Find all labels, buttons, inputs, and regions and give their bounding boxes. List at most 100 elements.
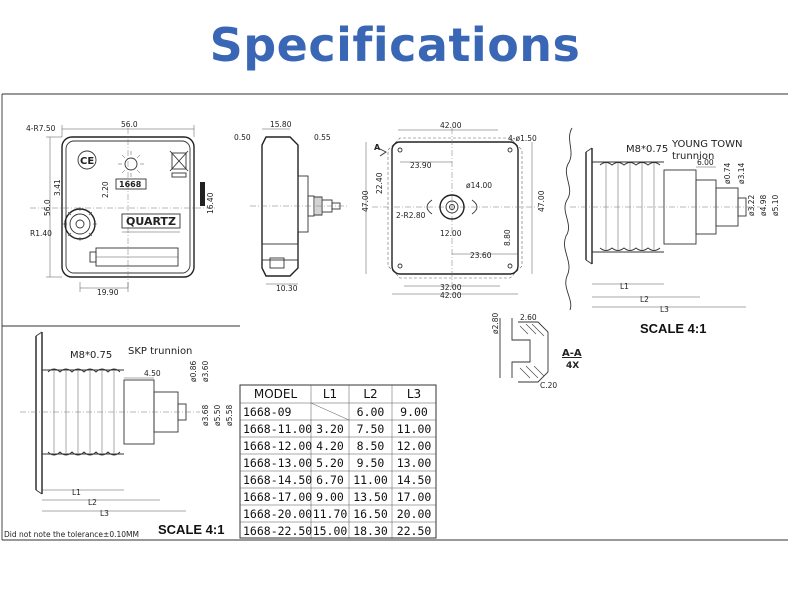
dim-1990: 19.90 [97, 288, 119, 297]
skp-dim-d558: ø5.58 [225, 404, 234, 426]
model-stamp: 1668 [119, 180, 142, 189]
svg-text:A: A [374, 143, 381, 152]
svg-text:CE: CE [80, 156, 94, 167]
dim-1030: 10.30 [276, 284, 298, 293]
dim-width: 56.0 [121, 120, 138, 129]
dim-220: 2.20 [101, 181, 110, 198]
dim-depth: 15.80 [270, 120, 292, 129]
dim-1200: 12.00 [440, 229, 462, 238]
table-model-cell: 1668-11.00 [243, 422, 312, 436]
skp-dim-d360: ø3.60 [201, 360, 210, 382]
yt-l1: L1 [620, 282, 629, 291]
dim-r280: 2-R2.80 [396, 211, 426, 220]
dim-r140: R1.40 [30, 229, 52, 238]
yt-dim-d510: ø5.10 [771, 194, 780, 216]
yt-thread: M8*0.75 [626, 144, 668, 155]
dim-3200: 32.00 [440, 283, 462, 292]
dim-055: 0.55 [314, 133, 331, 142]
skp-l1: L1 [72, 488, 81, 497]
dim-4700-left: 47.00 [361, 190, 370, 212]
table-header-cell: L3 [407, 387, 421, 401]
table-value-cell: 11.00 [397, 422, 432, 436]
table-value-cell: 6.70 [316, 473, 344, 487]
skp-dim-450: 4.50 [144, 369, 161, 378]
spec-table: MODEL L1 L2 L3 1668-09 6.00 9.00 1668-11.00 3.20… [239, 384, 437, 539]
quartz-label: QUARTZ [126, 215, 176, 228]
tolerance-note: Did not note the tolerance±0.10MM [4, 530, 139, 539]
table-model-cell: 1668-14.50 [243, 473, 312, 487]
skp-l3: L3 [100, 509, 109, 518]
dim-1640: 16.40 [206, 192, 215, 214]
table-model-cell: 1668-12.00 [243, 439, 312, 453]
table-value-cell: 20.00 [397, 507, 432, 521]
table-value-cell: 4.20 [316, 439, 344, 453]
table-value-cell: 18.30 [353, 524, 388, 538]
table-value-cell: 3.20 [316, 422, 344, 436]
side-view: 15.80 0.50 0.55 10.30 [234, 120, 348, 293]
table-model-cell: 1668-09 [243, 405, 292, 419]
table-value-cell: 13.00 [397, 456, 432, 470]
skp-dim-d086: ø0.86 [189, 360, 198, 382]
empty-l1-slash [310, 402, 350, 421]
yt-dim-d074: ø0.74 [723, 162, 732, 184]
table-model-cell: 1668-13.00 [243, 456, 312, 470]
dim-2240: 22.40 [375, 172, 384, 194]
skp-thread: M8*0.75 [70, 350, 112, 361]
table-value-cell: 6.00 [357, 405, 385, 419]
yt-dim-d314: ø3.14 [737, 162, 746, 184]
dim-880: 8.80 [503, 229, 512, 246]
page-title: Specifications [209, 18, 581, 72]
skp-name: SKP trunnion [128, 346, 192, 357]
dim-corner-radius: 4-R7.50 [26, 124, 56, 133]
skp-scale: SCALE 4:1 [158, 522, 224, 537]
dim-2390: 23.90 [410, 161, 432, 170]
dim-4200-bottom: 42.00 [440, 291, 462, 300]
yt-dim-600: 6.00 [697, 158, 714, 167]
young-town-trunnion: M8*0.75 YOUNG TOWN trunnion 6.00 ø0.74 ø… [564, 127, 780, 336]
table-model-cell: 1668-20.00 [243, 507, 312, 521]
yt-l2: L2 [640, 295, 649, 304]
aa-sublabel: 4X [566, 361, 579, 371]
yt-name2: trunnion [672, 151, 714, 162]
yt-dim-d498: ø4.98 [759, 194, 768, 216]
yt-scale: SCALE 4:1 [640, 321, 706, 336]
dim-height: 56.0 [43, 199, 52, 216]
skp-dim-d550: ø5.50 [213, 404, 222, 426]
skp-trunnion: M8*0.75 SKP trunnion 4.50 ø0.86 ø3.60 ø3… [20, 331, 234, 537]
yt-l3: L3 [660, 305, 669, 314]
table-value-cell: 15.00 [313, 524, 348, 538]
front-view: CE 1668 QUARTZ [26, 120, 215, 297]
table-value-cell: 14.50 [397, 473, 432, 487]
table-value-cell: 8.50 [357, 439, 385, 453]
back-view: A 42.00 4-ø1.50 23.90 22.40 47.00 47.00 … [361, 121, 546, 300]
section-aa: 2.60 ø2.80 C.20 A-A 4X [491, 312, 582, 390]
table-value-cell: 16.50 [353, 507, 388, 521]
dim-back-width: 42.00 [440, 121, 462, 130]
table-value-cell: 22.50 [397, 524, 432, 538]
aa-dim-d280: ø2.80 [491, 312, 500, 334]
skp-l2: L2 [88, 498, 97, 507]
table-value-cell: 7.50 [357, 422, 385, 436]
dim-2360: 23.60 [470, 251, 492, 260]
table-header-cell: MODEL [254, 387, 298, 401]
table-value-cell: 12.00 [397, 439, 432, 453]
dim-050: 0.50 [234, 133, 251, 142]
table-value-cell: 13.50 [353, 490, 388, 504]
dim-4700-right: 47.00 [537, 190, 546, 212]
yt-name: YOUNG TOWN [671, 139, 743, 150]
table-value-cell: 11.00 [353, 473, 388, 487]
table-value-cell: 5.20 [316, 456, 344, 470]
dim-hole: 4-ø1.50 [508, 134, 537, 143]
table-value-cell: 11.70 [313, 507, 348, 521]
aa-dim-260: 2.60 [520, 313, 537, 322]
table-model-cell: 1668-22.50 [243, 524, 312, 538]
table-value-cell: 9.00 [400, 405, 428, 419]
table-header-cell: L2 [363, 387, 377, 401]
table-value-cell: 9.50 [357, 456, 385, 470]
table-value-cell: 9.00 [316, 490, 344, 504]
yt-dim-d322: ø3.22 [747, 194, 756, 216]
table-value-cell: 17.00 [397, 490, 432, 504]
aa-dim-c20: C.20 [540, 381, 557, 390]
table-header-cell: L1 [323, 387, 337, 401]
aa-label: A-A [562, 348, 582, 359]
